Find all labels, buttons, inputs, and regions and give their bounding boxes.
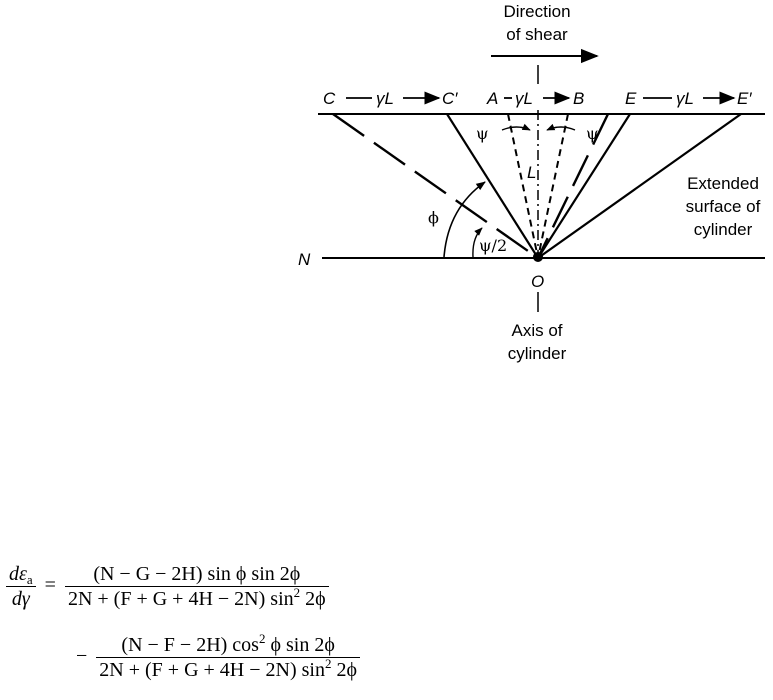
strain-equation: dεa dγ = (N − G − 2H) sin ϕ sin 2ϕ 2N + …: [6, 562, 329, 611]
psi-arc-left: [502, 127, 530, 130]
psi-arc-right: [547, 127, 575, 130]
point-o-label: O: [531, 272, 544, 291]
lhs-numerator-subscript: a: [27, 572, 33, 587]
second-term-denominator: 2N + (F + G + 4H − 2N) sin2 2ϕ: [96, 658, 360, 682]
generator-a-dashed: [508, 114, 538, 258]
second-term-fraction: (N − F − 2H) cos2 ϕ sin 2ϕ 2N + (F + G +…: [96, 633, 360, 682]
phi-label: ϕ: [428, 208, 439, 227]
second-term-numerator: (N − F − 2H) cos2 ϕ sin 2ϕ: [118, 633, 337, 657]
gamma-l-label-right: γL: [676, 89, 694, 108]
lhs-numerator: dε: [9, 563, 27, 585]
point-e-prime-label: E′: [737, 89, 752, 108]
extended-label-line1: Extended: [687, 174, 759, 193]
generator-c-dashed: [333, 114, 538, 258]
gamma-l-label-center: γL: [515, 89, 533, 108]
direction-label-line1: Direction: [503, 2, 570, 21]
first-term-fraction: (N − G − 2H) sin ϕ sin 2ϕ 2N + (F + G + …: [65, 562, 329, 611]
generator-e: [538, 114, 630, 258]
point-b-label: B: [573, 89, 584, 108]
first-term-denominator: 2N + (F + G + 4H − 2N) sin2 2ϕ: [65, 587, 329, 611]
direction-label-line2: of shear: [506, 25, 568, 44]
first-term-numerator: (N − G − 2H) sin ϕ sin 2ϕ: [90, 562, 303, 586]
point-a-label: A: [486, 89, 498, 108]
lhs-fraction: dεa dγ: [6, 562, 36, 611]
point-c-label: C: [323, 89, 336, 108]
point-n-label: N: [298, 250, 311, 269]
shear-diagram: Direction of shear C γL C′ A γL B E γL E…: [0, 0, 773, 480]
psi-half-label: ψ/2: [479, 236, 507, 255]
extended-label-line2: surface of: [686, 197, 761, 216]
point-e-label: E: [625, 89, 637, 108]
gamma-l-label-left: γL: [376, 89, 394, 108]
psi-label-left: ψ: [476, 124, 489, 143]
minus-sign: −: [76, 645, 91, 667]
strain-equation-second-term: − (N − F − 2H) cos2 ϕ sin 2ϕ 2N + (F + G…: [76, 633, 360, 682]
point-c-prime-label: C′: [442, 89, 458, 108]
psi-label-right: ψ: [586, 124, 599, 143]
extended-label-line3: cylinder: [694, 220, 753, 239]
axis-label-line2: cylinder: [508, 344, 567, 363]
length-l-label: L: [527, 163, 536, 182]
axis-label-line1: Axis of: [511, 321, 562, 340]
lhs-denominator: dγ: [9, 587, 33, 611]
equals-sign: =: [41, 574, 60, 596]
origin-point: [533, 252, 543, 262]
